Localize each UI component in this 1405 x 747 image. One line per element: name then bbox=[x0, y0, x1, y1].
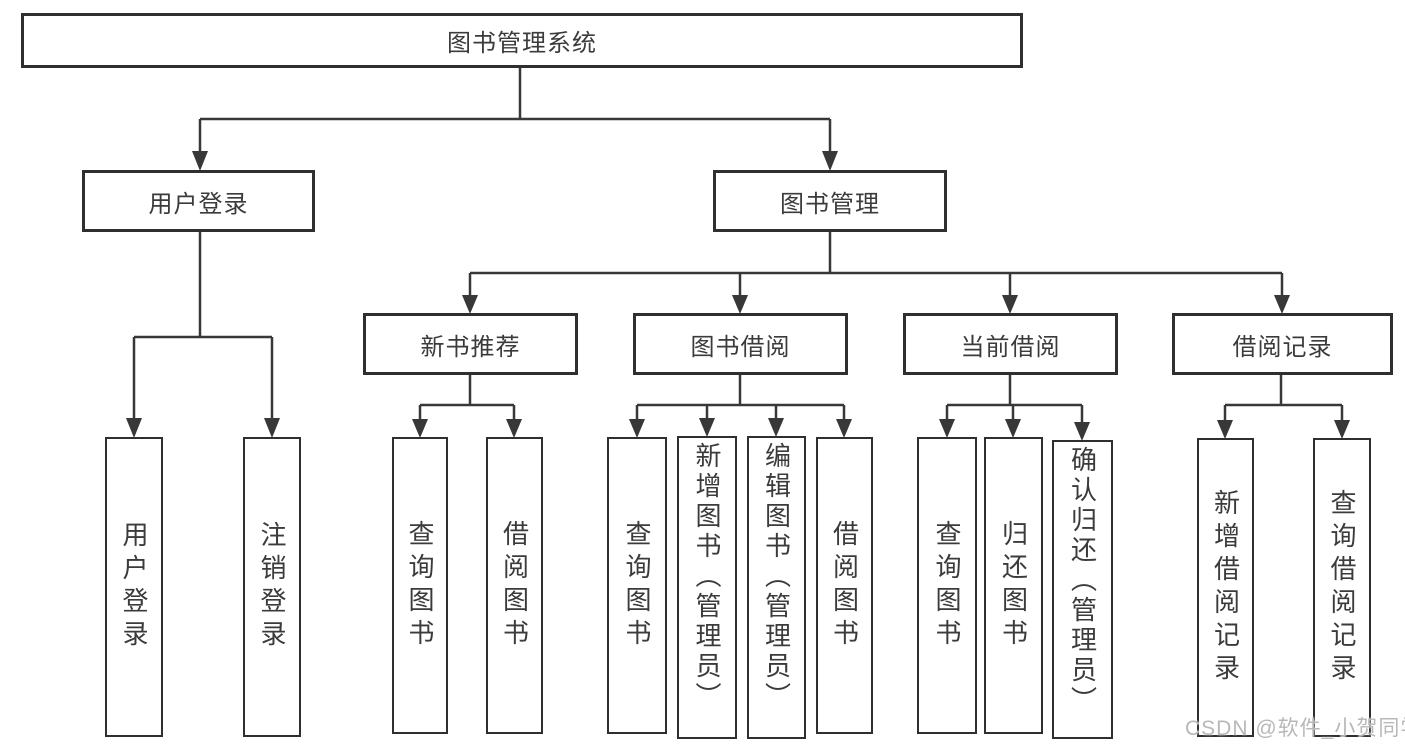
leaf-logout: 注销登录 bbox=[243, 437, 301, 737]
leaf-borrow-books-recommend: 借阅图书 bbox=[486, 437, 543, 734]
node-new-book-recommend-label: 新书推荐 bbox=[420, 333, 521, 361]
watermark: CSDN @软件_小贺同学 bbox=[1185, 717, 1405, 740]
node-new-book-recommend: 新书推荐 bbox=[363, 313, 578, 375]
leaf-query-borrow-record-label: 查询借阅记录 bbox=[1327, 488, 1357, 687]
node-book-management-label: 图书管理 bbox=[780, 190, 880, 218]
node-user-login: 用户登录 bbox=[82, 170, 315, 232]
leaf-query-books-recommend: 查询图书 bbox=[392, 437, 448, 734]
arrowheads bbox=[126, 151, 1350, 441]
node-current-borrow: 当前借阅 bbox=[903, 313, 1118, 375]
leaf-edit-books-admin: 编辑图书（管理员） bbox=[747, 436, 806, 739]
node-root-label: 图书管理系统 bbox=[447, 30, 597, 57]
leaf-edit-books-admin-label: 编辑图书（管理员） bbox=[761, 442, 792, 712]
node-book-borrow-label: 图书借阅 bbox=[690, 333, 791, 361]
leaf-add-books-admin: 新增图书（管理员） bbox=[677, 436, 737, 739]
node-borrow-record: 借阅记录 bbox=[1172, 313, 1393, 375]
leaf-return-books-label: 归还图书 bbox=[998, 519, 1029, 652]
leaf-query-books-recommend-label: 查询图书 bbox=[405, 519, 435, 652]
node-book-management: 图书管理 bbox=[713, 170, 947, 232]
leaf-query-books-current: 查询图书 bbox=[917, 437, 977, 734]
leaf-add-books-admin-label: 新增图书（管理员） bbox=[692, 442, 722, 712]
leaf-confirm-return-admin: 确认归还（管理员） bbox=[1052, 440, 1113, 739]
node-current-borrow-label: 当前借阅 bbox=[960, 333, 1061, 361]
leaf-return-books: 归还图书 bbox=[984, 437, 1043, 734]
leaf-borrow-books: 借阅图书 bbox=[816, 437, 873, 734]
node-borrow-record-label: 借阅记录 bbox=[1232, 333, 1333, 361]
leaf-borrow-books-recommend-label: 借阅图书 bbox=[499, 519, 530, 652]
leaf-add-borrow-record: 新增借阅记录 bbox=[1197, 438, 1254, 737]
node-root: 图书管理系统 bbox=[21, 13, 1023, 68]
leaf-query-books-current-label: 查询图书 bbox=[932, 519, 962, 652]
node-user-login-label: 用户登录 bbox=[148, 190, 249, 218]
leaf-add-borrow-record-label: 新增借阅记录 bbox=[1210, 488, 1241, 687]
leaf-query-borrow-record: 查询借阅记录 bbox=[1313, 438, 1371, 737]
leaf-user-login-label: 用户登录 bbox=[119, 521, 149, 653]
leaf-confirm-return-admin-label: 确认归还（管理员） bbox=[1067, 446, 1098, 716]
leaf-query-books-borrow: 查询图书 bbox=[607, 437, 667, 734]
node-book-borrow: 图书借阅 bbox=[633, 313, 848, 375]
connector-paths bbox=[132, 66, 1344, 426]
leaf-borrow-books-label: 借阅图书 bbox=[829, 519, 860, 652]
leaf-logout-label: 注销登录 bbox=[257, 521, 287, 653]
leaf-query-books-borrow-label: 查询图书 bbox=[622, 519, 652, 652]
leaf-user-login: 用户登录 bbox=[105, 437, 163, 737]
